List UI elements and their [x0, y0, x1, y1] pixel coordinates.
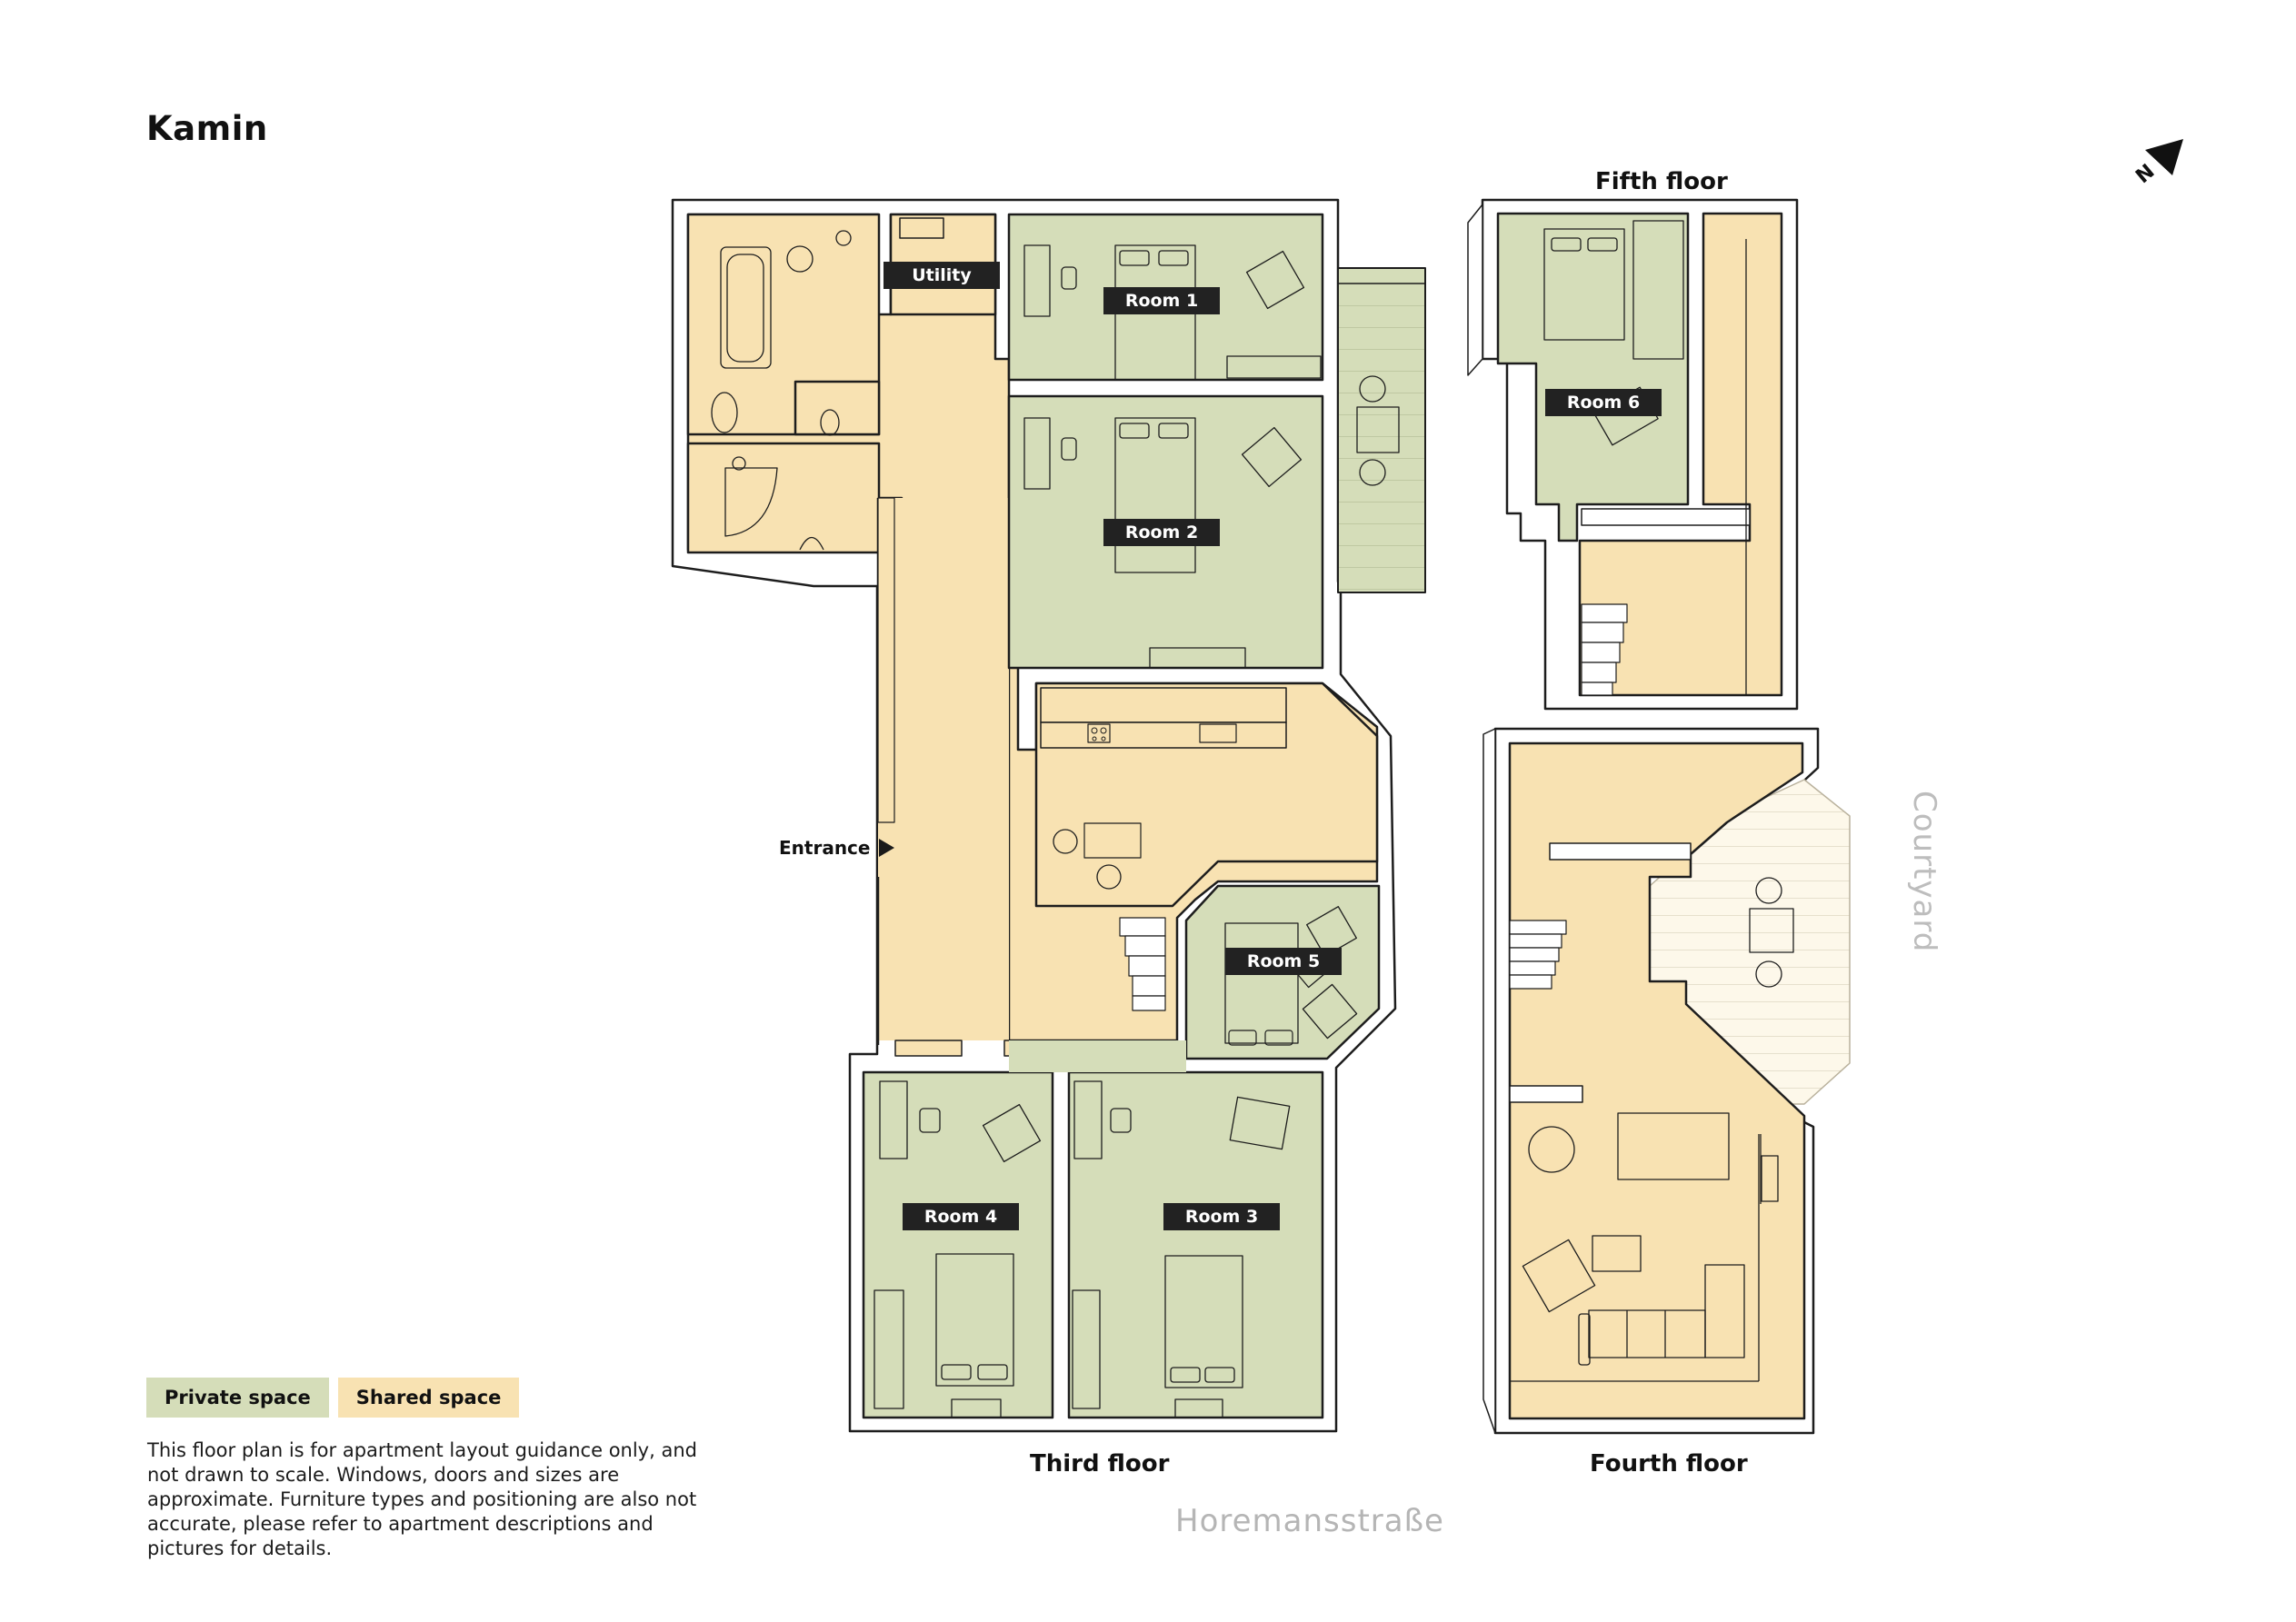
room-tag-room-4: Room 4 — [903, 1203, 1019, 1230]
svg-text:Room 3: Room 3 — [1185, 1207, 1258, 1227]
disclaimer-text: This floor plan is for apartment layout … — [147, 1439, 697, 1559]
svg-text:Room 6: Room 6 — [1567, 393, 1640, 413]
street-label: Horemansstraße — [1175, 1503, 1444, 1539]
svg-text:Room 2: Room 2 — [1125, 522, 1198, 542]
apartment-title: Kamin — [146, 109, 268, 148]
svg-text:Utility: Utility — [912, 265, 972, 285]
svg-text:Room 5: Room 5 — [1247, 951, 1320, 971]
room-tag-room-2: Room 2 — [1103, 519, 1220, 546]
room-tag-room-5: Room 5 — [1225, 948, 1342, 975]
north-arrow-icon: N — [2131, 139, 2183, 188]
third-floor-label: Third floor — [1030, 1450, 1170, 1478]
room-tag-room-3: Room 3 — [1163, 1203, 1280, 1230]
room-tag-utility: Utility — [883, 262, 1000, 289]
room-tag-room-1: Room 1 — [1103, 287, 1220, 314]
legend-private-space: Private space — [146, 1378, 329, 1418]
fourth-floor-plan — [1482, 727, 1851, 1435]
third-floor-plan — [671, 198, 1426, 1433]
svg-text:Room 1: Room 1 — [1125, 291, 1198, 311]
svg-text:Room 4: Room 4 — [924, 1207, 997, 1227]
entrance-marker: Entrance — [779, 837, 895, 859]
fourth-floor-label: Fourth floor — [1590, 1450, 1748, 1478]
arrow-right-icon — [879, 839, 895, 857]
room-tag-room-6: Room 6 — [1545, 389, 1662, 416]
entrance-label: Entrance — [779, 837, 871, 859]
courtyard-label: Courtyard — [1906, 791, 1942, 953]
fifth-floor-label: Fifth floor — [1595, 168, 1728, 195]
fifth-floor-plan — [1467, 198, 1799, 711]
legend: Private space Shared space — [146, 1378, 520, 1418]
legend-shared-space: Shared space — [337, 1378, 520, 1418]
